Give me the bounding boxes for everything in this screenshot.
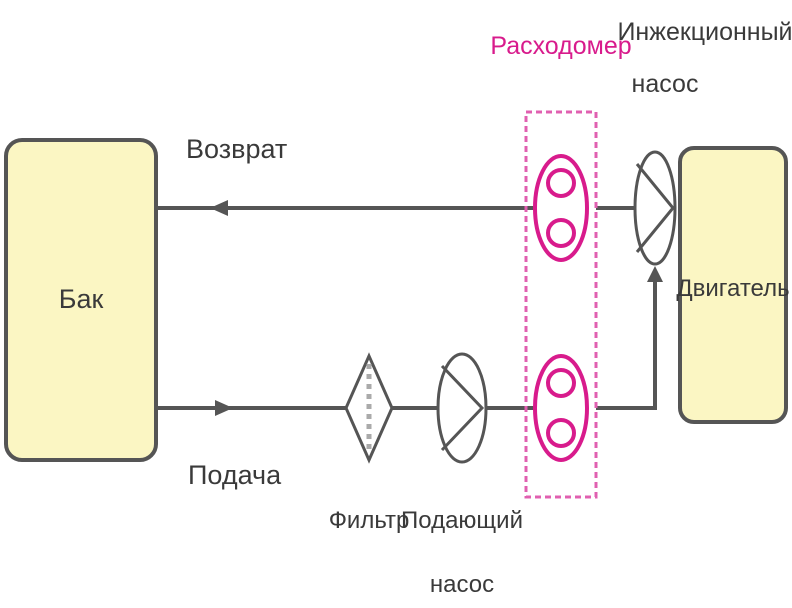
injection-pump-icon (633, 150, 677, 266)
injection-pump-triangle (635, 163, 675, 253)
supply-label: Подача (188, 460, 282, 490)
filter-label: Фильтр (329, 507, 410, 534)
tank: Бак (4, 138, 158, 462)
flowmeter-frame (524, 110, 598, 499)
feed-pump-triangle (440, 364, 485, 452)
feed-pump-icon (436, 352, 488, 464)
feed-pump-label-line1: Подающий (401, 507, 523, 534)
feed-pump-label-line2: насос (430, 571, 494, 598)
tank-box (4, 138, 158, 462)
return-line (156, 200, 635, 216)
flowmeter-label: Расходомер (490, 32, 631, 60)
injection-pump: Инжекционный насос (617, 18, 792, 266)
flowmeter: Расходомер (490, 32, 632, 499)
engine-box (678, 146, 788, 424)
up-arrow-icon (647, 266, 663, 282)
tank-label: Бак (59, 284, 104, 314)
flowmeter-rotor-bottom (546, 418, 576, 448)
return-label: Возврат (186, 134, 287, 164)
flowmeter-rotor-top (546, 168, 576, 198)
supply-arrow-icon (215, 400, 233, 416)
return-arrow-icon (210, 200, 228, 216)
engine: Двигатель (676, 146, 790, 424)
engine-label: Двигатель (676, 275, 789, 302)
injection-pump-label-line2: насос (632, 70, 699, 98)
flowmeter-rotor-top (546, 368, 576, 398)
injection-pump-label-line1: Инжекционный (617, 18, 792, 46)
flowmeter-rotor-bottom (546, 218, 576, 248)
filter: Фильтр (329, 352, 410, 534)
supply-pipe-to-injection (596, 275, 657, 410)
supply-line (156, 266, 663, 416)
feed-pump: Подающий насос (401, 352, 523, 598)
